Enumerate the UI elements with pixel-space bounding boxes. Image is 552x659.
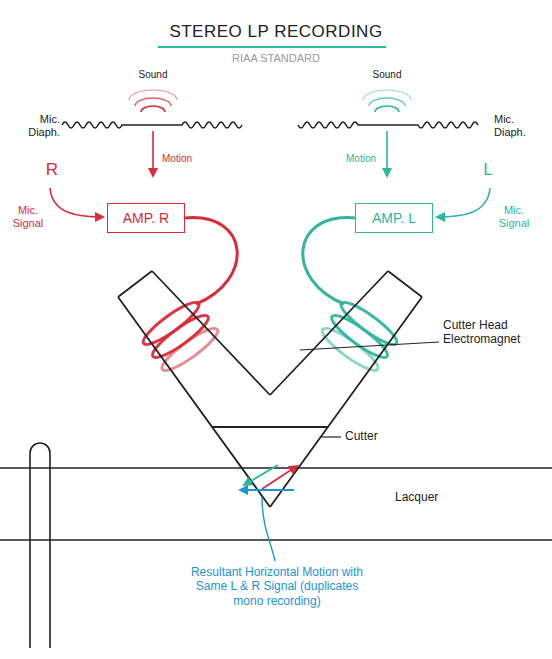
left-channel-side xyxy=(270,90,490,507)
coil-winding xyxy=(318,297,401,376)
coil-turn xyxy=(327,310,391,363)
part-label: Cutter Head Electromagnet xyxy=(443,318,543,347)
sound-wave xyxy=(141,106,165,112)
motion-label: Motion xyxy=(326,153,376,165)
lacquer-base xyxy=(0,539,552,541)
sound-label: Sound xyxy=(125,69,181,81)
electromagnet-leader xyxy=(300,342,439,350)
signal-label: Mic. Signal xyxy=(6,204,50,230)
callout-note: Resultant Horizontal Motion with Same L … xyxy=(185,565,369,608)
left-motion-vector xyxy=(244,465,278,485)
coil-turn xyxy=(337,297,401,350)
coil-turn xyxy=(148,310,212,363)
resultant-leader xyxy=(262,497,275,561)
mic-diaphragm xyxy=(298,122,478,128)
diaphragm-label: Mic. Diaph. xyxy=(494,113,546,139)
coil-turn xyxy=(158,323,222,376)
diaphragm-label: Mic. Diaph. xyxy=(8,113,60,139)
cutter-leader xyxy=(321,436,341,437)
motion-label: Motion xyxy=(162,153,212,165)
sound-wave xyxy=(375,106,399,112)
channel-letter: L xyxy=(478,160,498,180)
right-motion-vector xyxy=(262,466,297,489)
resultant-vector xyxy=(240,489,294,491)
signal-arrow xyxy=(437,188,490,217)
cutter-outline xyxy=(212,426,328,428)
coil-turn xyxy=(139,297,203,350)
coil-wire xyxy=(303,218,355,304)
part-label: Lacquer xyxy=(395,490,475,504)
amplifier-box: AMP. L xyxy=(355,203,433,233)
mic-diaphragm xyxy=(62,122,242,128)
coil-wire xyxy=(185,218,237,304)
sound-wave xyxy=(369,98,405,106)
cutter-head-arm xyxy=(118,271,270,507)
amplifier-label: AMP. R xyxy=(123,210,169,226)
part-label: Cutter xyxy=(345,429,405,443)
right-channel-side xyxy=(50,90,270,507)
lacquer-surface xyxy=(0,467,552,469)
coil-turn xyxy=(318,323,382,376)
signal-label: Mic. Signal xyxy=(492,204,536,230)
motion-arrow xyxy=(386,131,388,176)
channel-letter: R xyxy=(42,160,62,180)
title-underline xyxy=(158,46,386,48)
sound-wave xyxy=(363,90,411,100)
lacquer-holder xyxy=(30,443,50,648)
sound-wave xyxy=(129,90,177,100)
amplifier-label: AMP. L xyxy=(372,210,416,226)
signal-arrow xyxy=(50,188,103,217)
sound-label: Sound xyxy=(359,69,415,81)
motion-arrow xyxy=(152,131,154,176)
sound-wave xyxy=(135,98,171,106)
title: STEREO LP RECORDING xyxy=(0,22,552,42)
coil-winding xyxy=(139,297,222,376)
amplifier-box: AMP. R xyxy=(107,203,185,233)
subtitle: RIAA STANDARD xyxy=(0,52,552,65)
cutter-head-arm xyxy=(270,271,422,507)
